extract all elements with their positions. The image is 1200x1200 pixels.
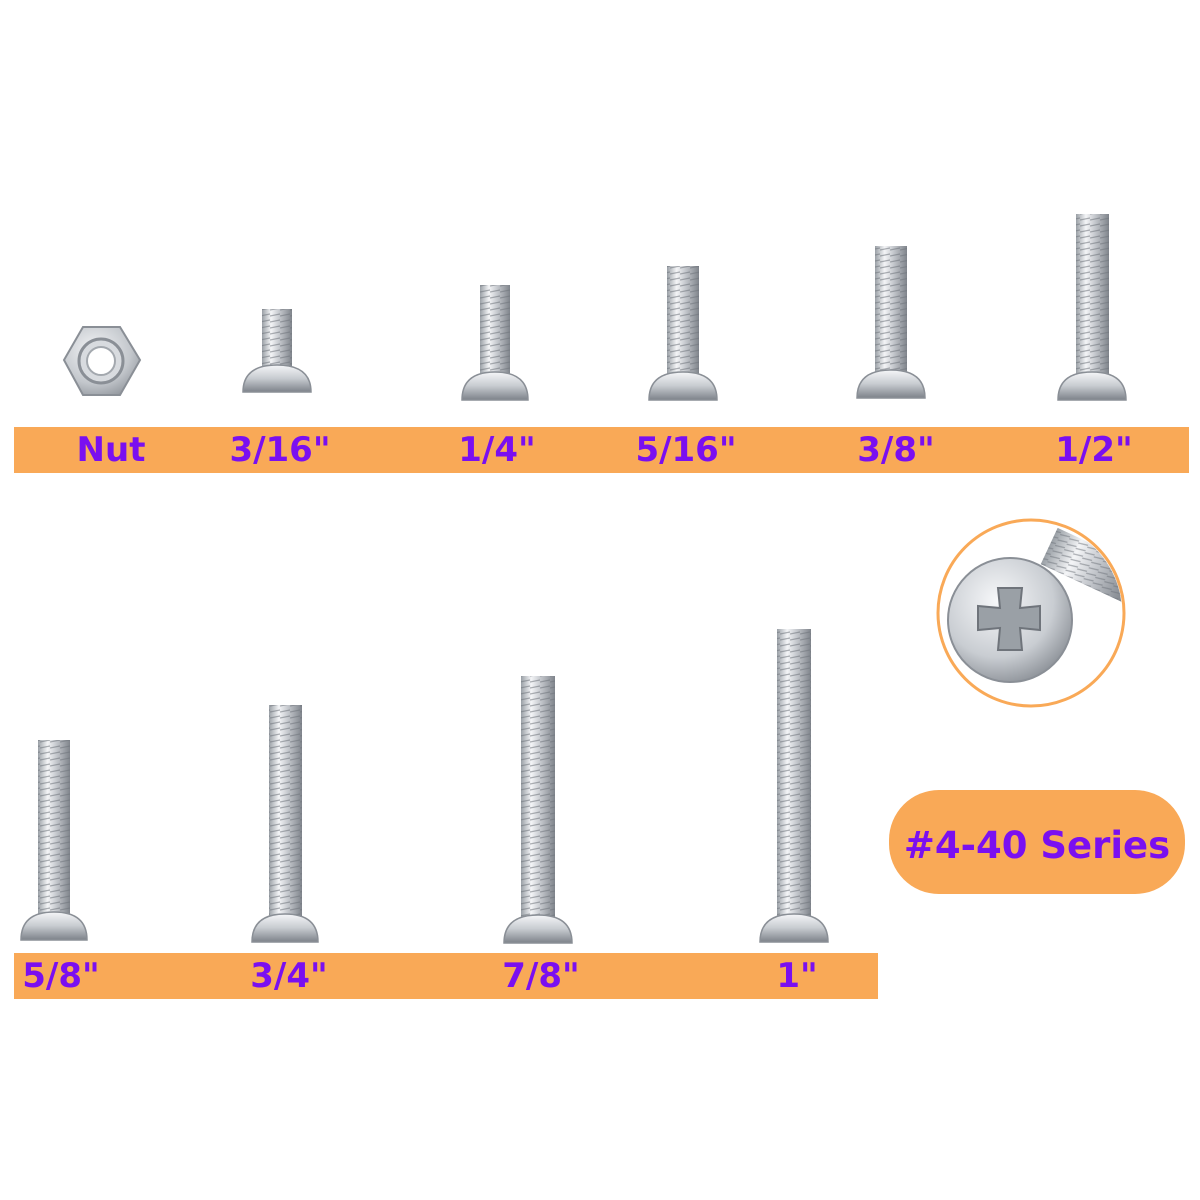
size-label-3-4: 3/4" bbox=[250, 956, 328, 996]
button-head-screw-icon bbox=[251, 705, 319, 943]
size-label-1-4: 1/4" bbox=[458, 430, 536, 470]
button-head-screw-icon bbox=[1057, 214, 1127, 401]
size-label-1-inch: 1" bbox=[776, 956, 818, 996]
size-label-band-bottom bbox=[14, 953, 878, 999]
button-head-screw-icon bbox=[242, 309, 312, 393]
button-head-screw-icon bbox=[461, 285, 529, 401]
series-badge-label: #4-40 Series bbox=[903, 824, 1171, 867]
size-label-3-8: 3/8" bbox=[857, 430, 935, 470]
button-head-screw-icon bbox=[759, 629, 829, 943]
size-label-7-8: 7/8" bbox=[502, 956, 580, 996]
series-badge bbox=[889, 790, 1185, 894]
phillips-head-closeup-icon bbox=[936, 518, 1126, 708]
button-head-screw-icon bbox=[20, 740, 88, 941]
size-label-nut: Nut bbox=[76, 430, 146, 470]
hex-nut-icon bbox=[62, 326, 142, 396]
button-head-screw-icon bbox=[648, 266, 718, 401]
size-label-1-2: 1/2" bbox=[1055, 430, 1133, 470]
size-label-5-16: 5/16" bbox=[635, 430, 737, 470]
button-head-screw-icon bbox=[856, 246, 926, 399]
button-head-screw-icon bbox=[503, 676, 573, 944]
size-label-3-16: 3/16" bbox=[229, 430, 331, 470]
size-label-5-8: 5/8" bbox=[22, 956, 100, 996]
size-label-band-top bbox=[14, 427, 1189, 473]
